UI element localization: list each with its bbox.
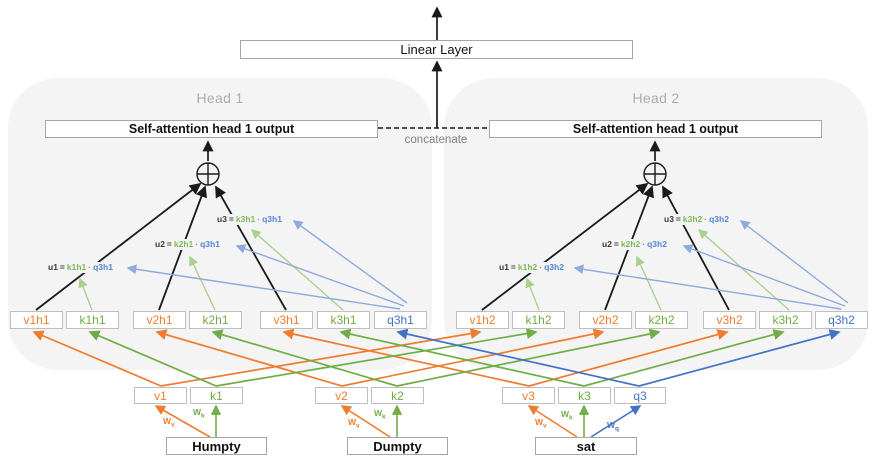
equals-sign: = bbox=[675, 214, 681, 224]
u3-name: u3 bbox=[217, 214, 227, 224]
w-sub: v bbox=[356, 422, 360, 430]
key-term: k2h2 bbox=[620, 239, 641, 249]
w-sub: k bbox=[569, 414, 573, 422]
w-base: W bbox=[561, 409, 570, 419]
head1-u3-label: u3=k3h1·q3h1 bbox=[215, 214, 284, 226]
w-base: W bbox=[163, 416, 172, 426]
v3h2-box: v3h2 bbox=[703, 311, 756, 329]
key-term: k1h1 bbox=[66, 262, 87, 272]
query-term: q3h1 bbox=[262, 214, 282, 224]
equals-sign: = bbox=[613, 239, 619, 249]
w-base: W bbox=[374, 408, 383, 418]
head1-u2-label: u2=k2h1·q3h1 bbox=[153, 239, 222, 251]
u1-name: u1 bbox=[48, 262, 58, 272]
v1h1-box: v1h1 bbox=[10, 311, 63, 329]
key-term: k2h1 bbox=[173, 239, 194, 249]
v3-box: v3 bbox=[502, 387, 555, 404]
k2-box: k2 bbox=[371, 387, 424, 404]
key-term: k3h2 bbox=[682, 214, 703, 224]
equals-sign: = bbox=[166, 239, 172, 249]
query-term: q3h2 bbox=[647, 239, 667, 249]
v2h1-box: v2h1 bbox=[133, 311, 186, 329]
w-base: W bbox=[193, 407, 202, 417]
k3-box: k3 bbox=[558, 387, 611, 404]
v1h2-box: v1h2 bbox=[456, 311, 509, 329]
k1h1-box: k1h1 bbox=[66, 311, 119, 329]
u2-name: u2 bbox=[602, 239, 612, 249]
equals-sign: = bbox=[59, 262, 65, 272]
dot-operator: · bbox=[642, 239, 646, 249]
v2h2-box: v2h2 bbox=[579, 311, 632, 329]
head2-u3-label: u3=k3h2·q3h2 bbox=[662, 214, 731, 226]
dot-operator: · bbox=[704, 214, 708, 224]
wv-label-dumpty: Wv bbox=[348, 418, 360, 430]
dot-operator: · bbox=[539, 262, 543, 272]
q3h1-box: q3h1 bbox=[374, 311, 427, 329]
head2-u1-label: u1=k1h2·q3h2 bbox=[497, 262, 566, 274]
w-sub: k bbox=[382, 413, 386, 421]
w-sub: q bbox=[615, 425, 620, 433]
wk-label-humpty: Wk bbox=[193, 408, 205, 420]
dot-operator: · bbox=[257, 214, 261, 224]
token-sat-box: sat bbox=[535, 437, 637, 455]
v1-box: v1 bbox=[134, 387, 187, 404]
equals-sign: = bbox=[228, 214, 234, 224]
query-term: q3h1 bbox=[200, 239, 220, 249]
concatenate-label: concatenate bbox=[404, 134, 468, 146]
linear-layer-label: Linear Layer bbox=[400, 42, 473, 57]
head2-title: Head 2 bbox=[632, 90, 680, 106]
u2-name: u2 bbox=[155, 239, 165, 249]
k3h2-box: k3h2 bbox=[759, 311, 812, 329]
wq-label-sat: Wq bbox=[607, 421, 619, 433]
wk-label-sat: Wk bbox=[561, 410, 573, 422]
wk-label-dumpty: Wk bbox=[374, 409, 386, 421]
w-sub: v bbox=[543, 422, 547, 430]
u3-name: u3 bbox=[664, 214, 674, 224]
wv-label-humpty: Wv bbox=[163, 417, 175, 429]
head2-u2-label: u2=k2h2·q3h2 bbox=[600, 239, 669, 251]
w-sub: k bbox=[201, 412, 205, 420]
v3h1-box: v3h1 bbox=[260, 311, 313, 329]
w-base: W bbox=[535, 417, 544, 427]
k3h1-box: k3h1 bbox=[317, 311, 370, 329]
k1-box: k1 bbox=[190, 387, 243, 404]
key-term: k1h2 bbox=[517, 262, 538, 272]
head1-output-label: Self-attention head 1 output bbox=[128, 121, 295, 136]
v2-box: v2 bbox=[315, 387, 368, 404]
head2-output-box: Self-attention head 1 output bbox=[489, 120, 822, 138]
u1-name: u1 bbox=[499, 262, 509, 272]
dot-operator: · bbox=[195, 239, 199, 249]
q3h2-box: q3h2 bbox=[815, 311, 868, 329]
w-base: W bbox=[607, 420, 616, 430]
dot-operator: · bbox=[88, 262, 92, 272]
key-term: k3h1 bbox=[235, 214, 256, 224]
k2h1-box: k2h1 bbox=[189, 311, 242, 329]
w-sub: v bbox=[171, 421, 175, 429]
q3-box: q3 bbox=[614, 387, 666, 404]
k1h2-box: k1h2 bbox=[512, 311, 565, 329]
query-term: q3h2 bbox=[709, 214, 729, 224]
equals-sign: = bbox=[510, 262, 516, 272]
linear-layer-box: Linear Layer bbox=[240, 40, 633, 59]
head2-output-label: Self-attention head 1 output bbox=[572, 121, 739, 136]
head1-output-box: Self-attention head 1 output bbox=[45, 120, 378, 138]
query-term: q3h2 bbox=[544, 262, 564, 272]
w-base: W bbox=[348, 417, 357, 427]
head1-title: Head 1 bbox=[196, 90, 244, 106]
token-humpty-box: Humpty bbox=[166, 437, 267, 455]
query-term: q3h1 bbox=[93, 262, 113, 272]
token-dumpty-box: Dumpty bbox=[347, 437, 448, 455]
k2h2-box: k2h2 bbox=[635, 311, 688, 329]
head1-u1-label: u1=k1h1·q3h1 bbox=[46, 262, 115, 274]
wv-label-sat: Wv bbox=[535, 418, 547, 430]
